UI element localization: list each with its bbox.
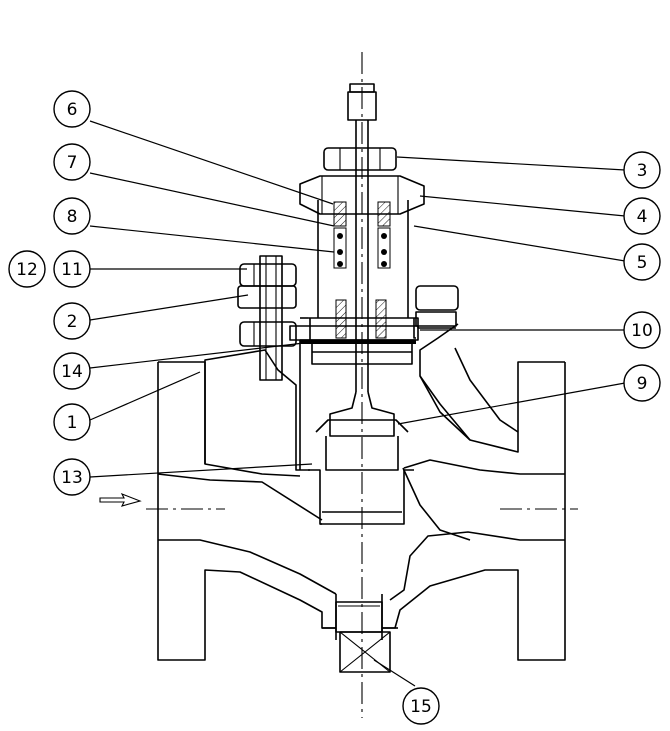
- svg-text:11: 11: [61, 260, 83, 280]
- packing-rings: [333, 201, 391, 339]
- callout-15: 15: [402, 687, 440, 725]
- svg-text:7: 7: [67, 153, 78, 173]
- svg-text:6: 6: [67, 100, 78, 120]
- svg-text:8: 8: [67, 207, 78, 227]
- drain-plug: [335, 601, 391, 673]
- callout-8: 8: [53, 197, 91, 235]
- valve-stem: [329, 83, 395, 437]
- svg-text:3: 3: [637, 161, 648, 181]
- valve-body: [157, 323, 566, 661]
- svg-text:1: 1: [67, 413, 78, 433]
- svg-text:10: 10: [631, 321, 653, 341]
- gasket: [289, 325, 419, 344]
- callout-6: 6: [53, 90, 91, 128]
- leader-lines: [89, 120, 626, 687]
- gland-nut: [323, 147, 397, 171]
- svg-text:2: 2: [67, 312, 78, 332]
- valve-plug: [315, 419, 409, 471]
- svg-text:13: 13: [61, 468, 83, 488]
- svg-text:4: 4: [637, 207, 648, 227]
- svg-text:12: 12: [16, 260, 38, 280]
- callout-4: 4: [623, 197, 661, 235]
- callout-10: 10: [623, 311, 661, 349]
- svg-text:14: 14: [61, 362, 83, 382]
- body-bolt-left: [237, 255, 297, 381]
- flow-direction-arrow: [99, 492, 142, 507]
- callout-3: 3: [623, 151, 661, 189]
- callout-1: 1: [53, 403, 91, 441]
- svg-text:15: 15: [410, 697, 432, 717]
- callout-14: 14: [53, 352, 91, 390]
- callout-balloons: 6 7 8 12 11 2 14 1: [8, 90, 661, 725]
- body-bolt-right: [415, 285, 459, 327]
- gland-flange: [299, 175, 425, 215]
- callout-11: 11: [53, 250, 91, 288]
- callout-7: 7: [53, 143, 91, 181]
- callout-13: 13: [53, 458, 91, 496]
- callout-9: 9: [623, 364, 661, 402]
- callout-5: 5: [623, 243, 661, 281]
- callout-12: 12: [8, 250, 46, 288]
- svg-text:5: 5: [637, 253, 648, 273]
- svg-text:9: 9: [637, 374, 648, 394]
- callout-2: 2: [53, 302, 91, 340]
